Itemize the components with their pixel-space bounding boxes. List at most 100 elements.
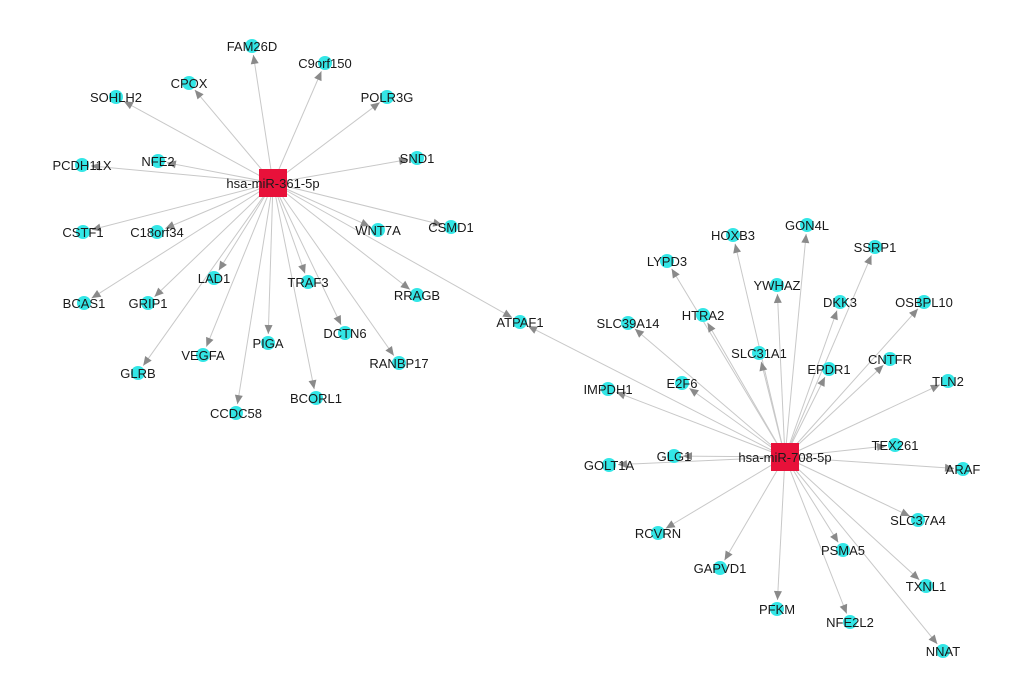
target-node-GAPVD1[interactable] xyxy=(713,561,727,575)
target-node-HTRA2[interactable] xyxy=(696,308,710,322)
target-node-ATPAF1[interactable] xyxy=(513,315,527,329)
target-node-GLG1[interactable] xyxy=(667,449,681,463)
arrowhead-icon xyxy=(671,268,680,279)
arrowhead-icon xyxy=(502,309,513,318)
target-label: SLC31A1 xyxy=(731,346,787,361)
target-node-SSRP1[interactable] xyxy=(868,240,882,254)
target-node-SND1[interactable] xyxy=(410,151,424,165)
edge-hub1-DCTN6 xyxy=(272,182,342,326)
target-node-GON4L[interactable] xyxy=(800,218,814,232)
target-node-SLC37A4[interactable] xyxy=(911,513,925,527)
target-node-CSTF1[interactable] xyxy=(76,225,90,239)
target-node-CSMD1[interactable] xyxy=(444,220,458,234)
edge-hub2-GOLT1A xyxy=(617,456,786,466)
arrowhead-icon xyxy=(166,160,177,169)
edge-hub1-PCDH11X xyxy=(90,165,274,184)
arrowhead-icon xyxy=(928,634,938,645)
target-node-PIGA[interactable] xyxy=(261,336,275,350)
target-node-BCORL1[interactable] xyxy=(309,391,323,405)
arrowhead-icon xyxy=(432,218,443,227)
target-node-YWHAZ[interactable] xyxy=(770,278,784,292)
target-node-RANBP17[interactable] xyxy=(392,356,406,370)
arrowhead-icon xyxy=(864,255,872,266)
target-node-E2F6[interactable] xyxy=(675,376,689,390)
arrowhead-icon xyxy=(90,162,101,171)
target-node-TEX261[interactable] xyxy=(888,438,902,452)
arrowhead-icon xyxy=(400,280,410,290)
target-node-CCDC58[interactable] xyxy=(229,406,243,420)
edge-hub1-PIGA xyxy=(267,182,274,335)
target-node-EPDR1[interactable] xyxy=(822,362,836,376)
target-node-NFE2[interactable] xyxy=(151,154,165,168)
target-node-NNAT[interactable] xyxy=(936,644,950,658)
target-node-FAM26D[interactable] xyxy=(245,39,259,53)
target-node-ARAF[interactable] xyxy=(956,462,970,476)
mirna-hub-node-hub2[interactable] xyxy=(771,443,799,471)
target-node-POLR3G[interactable] xyxy=(380,90,394,104)
target-node-GLRB[interactable] xyxy=(131,366,145,380)
edge-hub2-YWHAZ xyxy=(776,293,786,458)
target-label: CSTF1 xyxy=(62,225,103,240)
arrowhead-icon xyxy=(264,324,273,335)
target-node-HOXB3[interactable] xyxy=(726,228,740,242)
edge-hub1-POLR3G xyxy=(272,102,381,184)
target-node-IMPDH1[interactable] xyxy=(601,382,615,396)
target-label: GRIP1 xyxy=(128,296,167,311)
target-node-BCAS1[interactable] xyxy=(77,296,91,310)
target-label: CCDC58 xyxy=(210,406,262,421)
target-node-LAD1[interactable] xyxy=(207,271,221,285)
target-label: RRAGB xyxy=(394,288,440,303)
target-label: GON4L xyxy=(785,218,829,233)
target-node-GRIP1[interactable] xyxy=(141,296,155,310)
target-node-DCTN6[interactable] xyxy=(338,326,352,340)
target-node-SLC39A14[interactable] xyxy=(621,316,635,330)
target-node-C9orf150[interactable] xyxy=(318,56,332,70)
target-label: TXNL1 xyxy=(906,579,946,594)
arrowhead-icon xyxy=(929,384,940,393)
target-node-RRAGB[interactable] xyxy=(410,288,424,302)
arrowhead-icon xyxy=(370,102,380,112)
target-label: C9orf150 xyxy=(298,56,351,71)
target-node-TLN2[interactable] xyxy=(941,374,955,388)
target-node-CPOX[interactable] xyxy=(182,76,196,90)
arrowhead-icon xyxy=(385,345,394,356)
edge-hub2-PSMA5 xyxy=(784,456,839,543)
target-node-PCDH11X[interactable] xyxy=(75,158,89,172)
target-label: SOHLH2 xyxy=(90,90,142,105)
target-label: IMPDH1 xyxy=(583,382,632,397)
target-node-TRAF3[interactable] xyxy=(301,275,315,289)
edge-hub2-IMPDH1 xyxy=(616,391,786,458)
target-node-VEGFA[interactable] xyxy=(196,348,210,362)
target-node-C18orf34[interactable] xyxy=(150,225,164,239)
edge-hub2-SLC37A4 xyxy=(784,456,911,517)
target-node-NFE2L2[interactable] xyxy=(843,615,857,629)
target-node-OSBPL10[interactable] xyxy=(917,295,931,309)
arrowhead-icon xyxy=(250,54,259,65)
edge-hub2-HTRA2 xyxy=(707,322,786,458)
target-label: CSMD1 xyxy=(428,220,474,235)
target-label: NFE2 xyxy=(141,154,174,169)
edge-hub2-GLG1 xyxy=(682,455,786,458)
arrowhead-icon xyxy=(398,157,409,166)
mirna-hub-node-hub1[interactable] xyxy=(259,169,287,197)
target-label: HTRA2 xyxy=(682,308,725,323)
target-node-RCVRN[interactable] xyxy=(651,526,665,540)
target-node-CNTFR[interactable] xyxy=(883,352,897,366)
target-node-GOLT1A[interactable] xyxy=(602,458,616,472)
arrowhead-icon xyxy=(665,520,676,529)
target-node-TXNL1[interactable] xyxy=(919,579,933,593)
target-label: SLC39A14 xyxy=(597,316,660,331)
target-label: TLN2 xyxy=(932,374,964,389)
arrowhead-icon xyxy=(830,532,839,543)
target-node-PSMA5[interactable] xyxy=(836,543,850,557)
arrowhead-icon xyxy=(682,452,693,461)
target-node-DKK3[interactable] xyxy=(833,295,847,309)
arrowhead-icon xyxy=(234,394,243,405)
target-node-SLC31A1[interactable] xyxy=(752,346,766,360)
arrowhead-icon xyxy=(910,570,920,580)
arrowhead-icon xyxy=(773,590,782,601)
target-node-SOHLH2[interactable] xyxy=(109,90,123,104)
target-node-PFKM[interactable] xyxy=(770,602,784,616)
target-node-LYPD3[interactable] xyxy=(660,254,674,268)
target-node-WNT7A[interactable] xyxy=(371,223,385,237)
